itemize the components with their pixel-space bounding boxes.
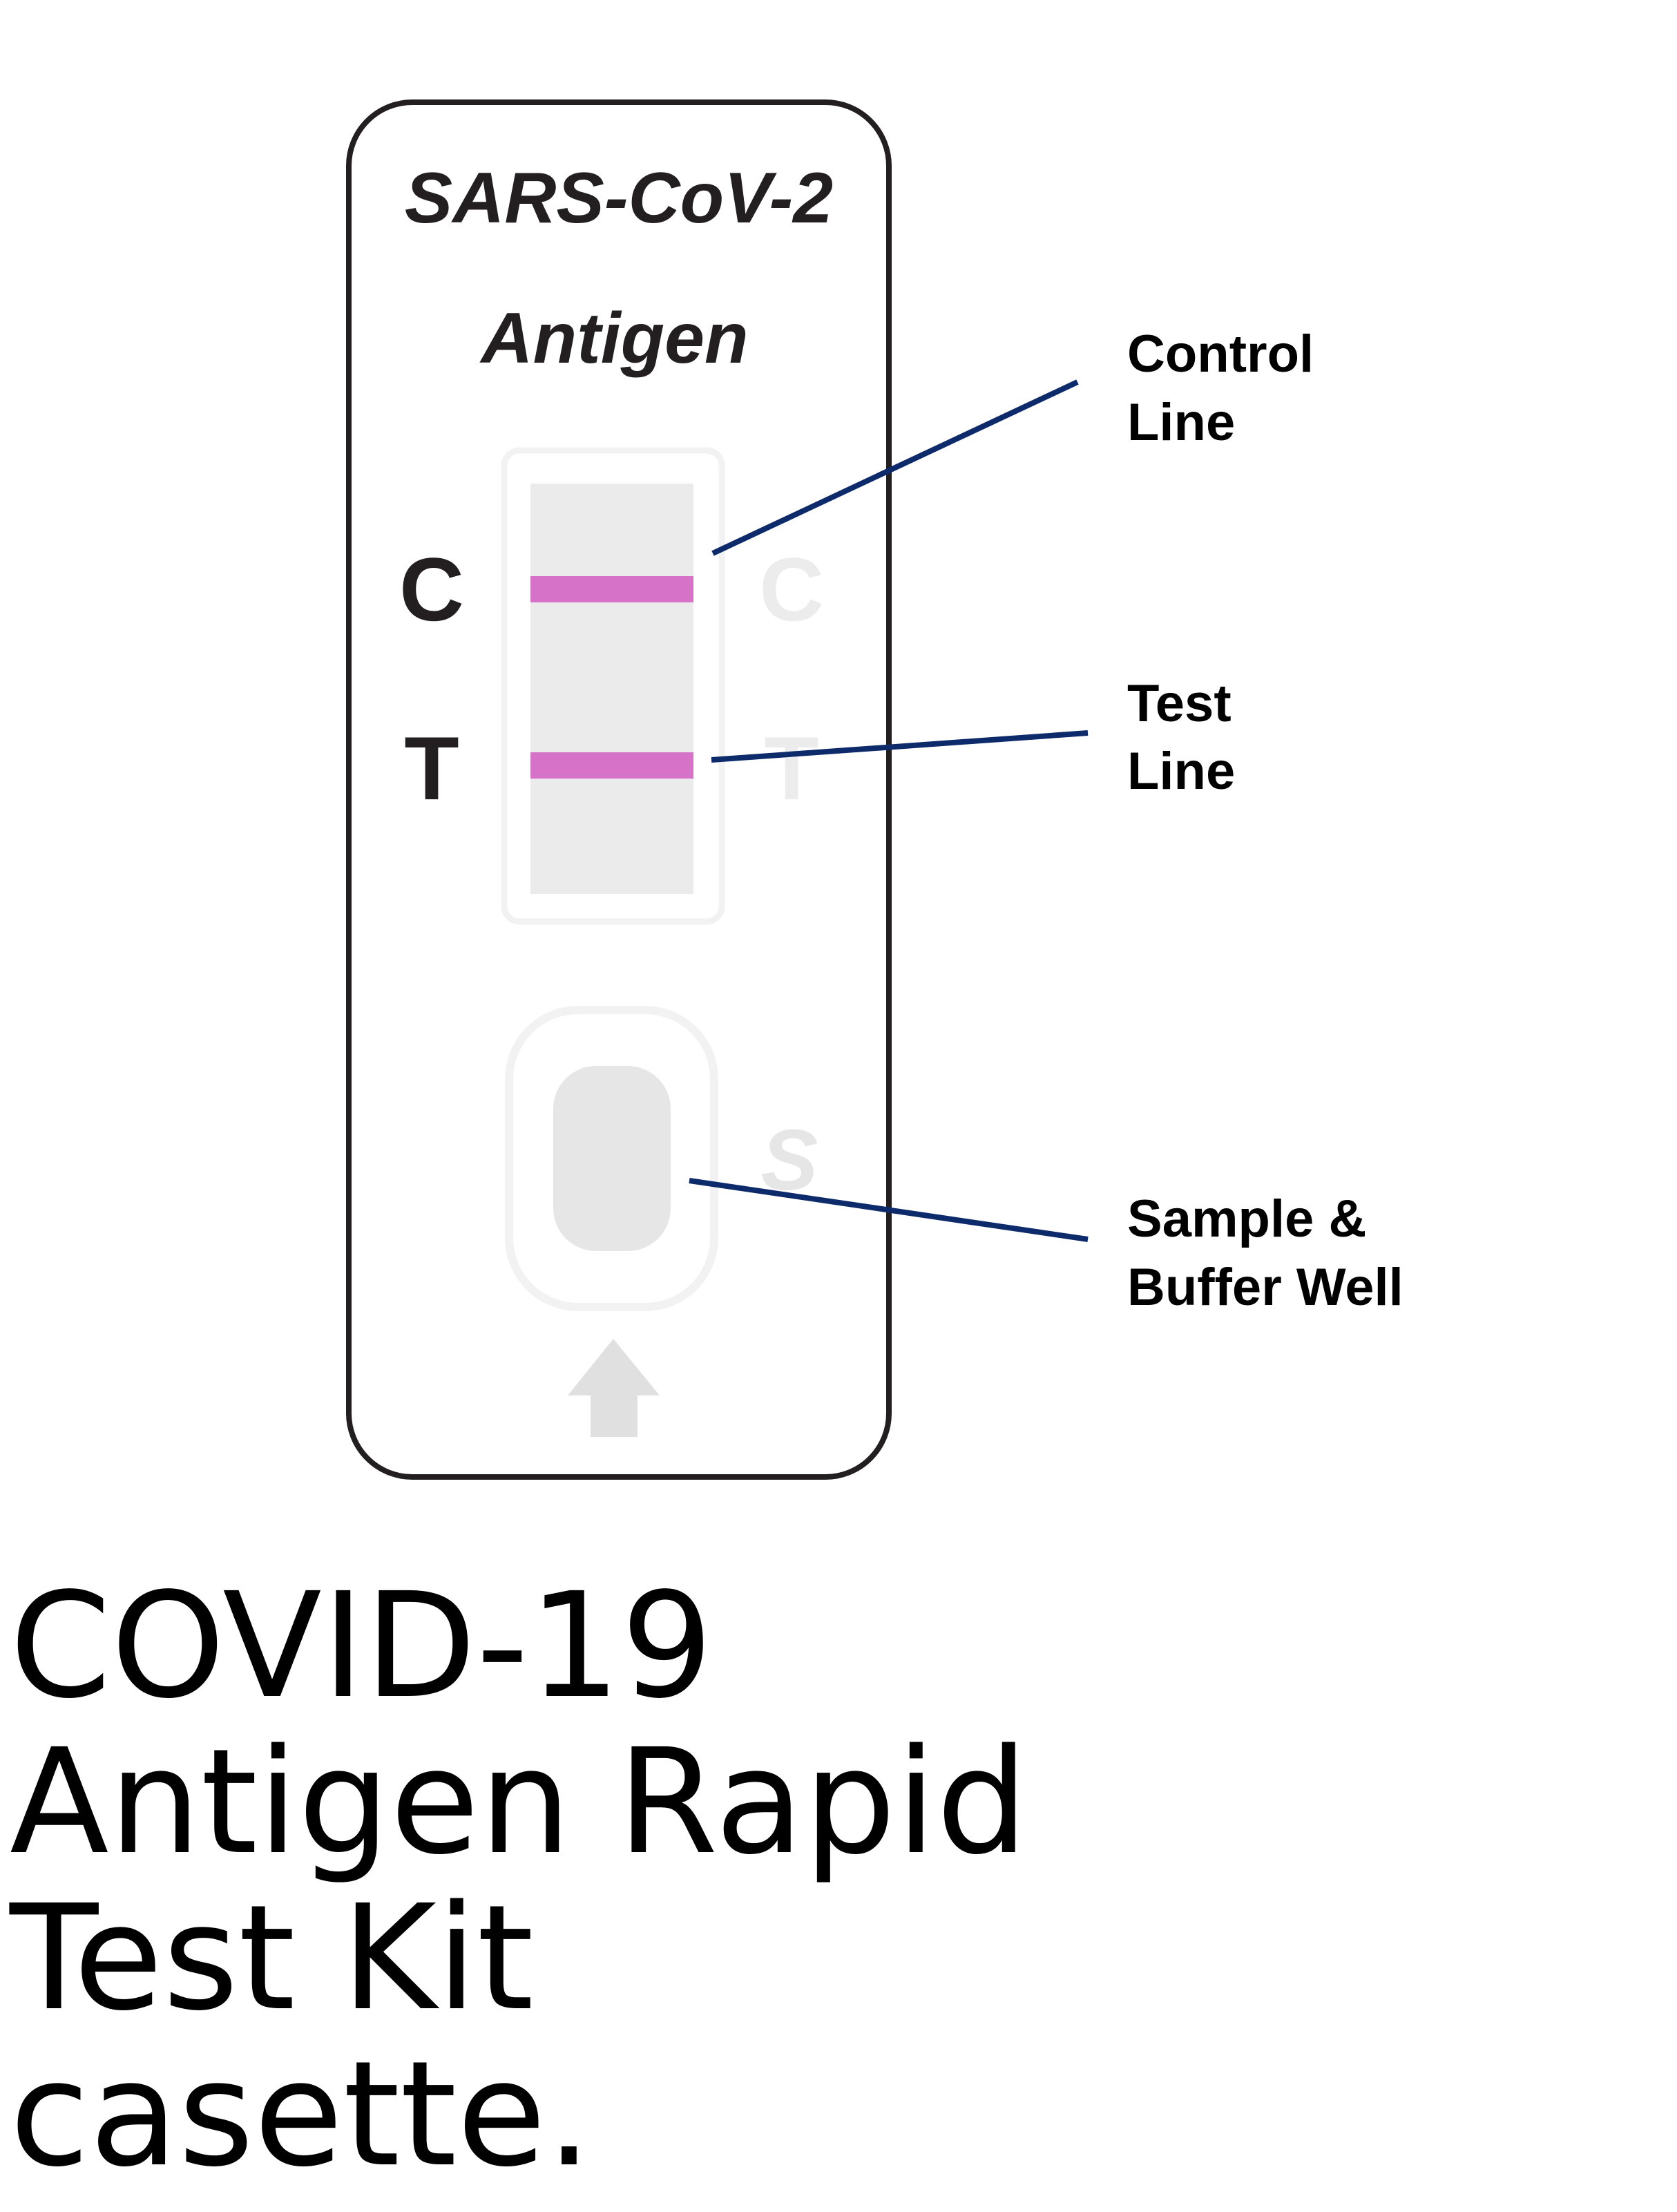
control-line (530, 576, 693, 602)
caption-line-1: COVID-19 (10, 1561, 713, 1730)
cassette-title: SARS-CoV-2 (405, 158, 833, 238)
result-strip (530, 484, 693, 894)
test-label: T (404, 718, 459, 819)
test-line-pointer (711, 730, 1089, 763)
test-line (530, 752, 693, 779)
sample-well-pointer (689, 1178, 1089, 1242)
faint-t-label: T (764, 718, 818, 819)
test-line-callout-line2: Line (1127, 742, 1235, 801)
caption-line-2: Antigen Rapid (10, 1717, 1028, 1887)
control-line-callout-line2: Line (1127, 393, 1235, 452)
sample-well-callout-line2: Buffer Well (1127, 1258, 1403, 1317)
test-line-callout-line1: Test (1127, 674, 1232, 733)
caption-line-3: Test Kit (10, 1873, 534, 2043)
caption-line-4: casette. (10, 2030, 593, 2199)
sample-well-callout-line1: Sample & (1127, 1190, 1366, 1248)
control-label: C (399, 539, 464, 640)
test-line-callout: Test Line (1127, 674, 1246, 801)
sample-well-callout: Sample & Buffer Well (1127, 1190, 1403, 1317)
cassette-subtitle: Antigen (479, 298, 748, 379)
control-line-pointer (711, 379, 1079, 556)
test-cassette-diagram: SARS-CoV-2 Antigen C T C T S Control Lin… (346, 99, 1403, 1480)
up-arrow-icon (568, 1339, 660, 1437)
faint-c-label: C (759, 539, 824, 640)
caption: COVID-19 Antigen Rapid Test Kit casette. (10, 1568, 1667, 2193)
sample-well (553, 1066, 671, 1251)
control-line-callout: Control Line (1127, 325, 1328, 452)
result-window-frame (501, 447, 725, 925)
control-line-callout-line1: Control (1127, 325, 1314, 383)
